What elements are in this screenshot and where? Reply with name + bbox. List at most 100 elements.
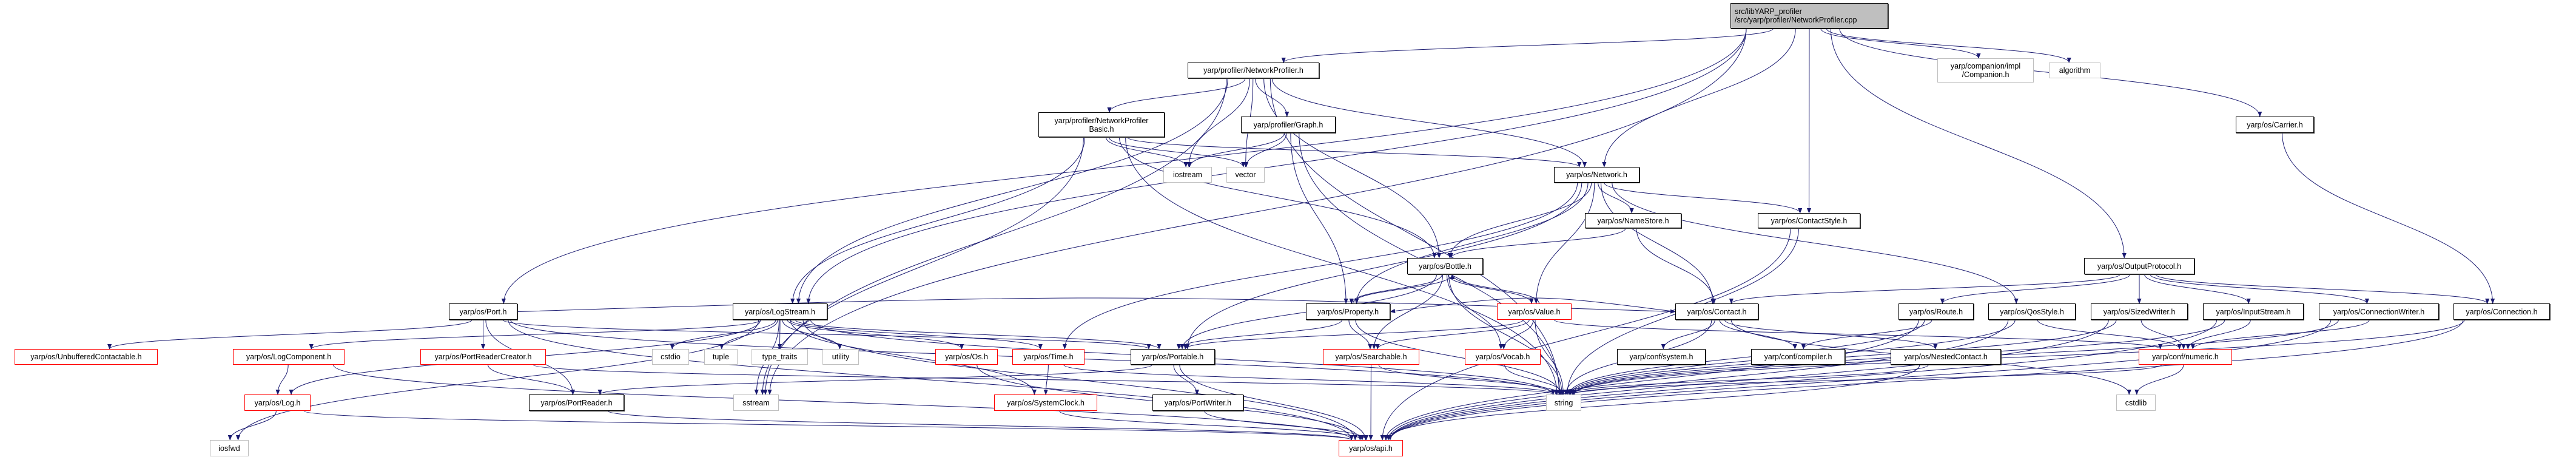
edge-contact-to-compiler bbox=[1719, 319, 1797, 350]
edge-npH-to-iostream bbox=[1186, 78, 1251, 168]
graph-node-algorithm: algorithm bbox=[2049, 63, 2100, 78]
graph-node-carrier[interactable]: yarp/os/Carrier.h bbox=[2236, 117, 2314, 133]
edge-connection-to-api bbox=[1388, 319, 2464, 441]
edge-outputProtocol-to-inputStream bbox=[2144, 274, 2251, 304]
graph-node-bottle[interactable]: yarp/os/Bottle.h bbox=[1407, 258, 1483, 274]
edge-numeric-to-cstdlib bbox=[2134, 364, 2184, 395]
graph-node-systemClock[interactable]: yarp/os/SystemClock.h bbox=[994, 394, 1097, 411]
edge-network-to-nameStore bbox=[1598, 182, 1634, 214]
graph-node-connection[interactable]: yarp/os/Connection.h bbox=[2453, 303, 2550, 320]
graph-node-portReader[interactable]: yarp/os/PortReader.h bbox=[529, 394, 624, 411]
edge-npBasic-to-network bbox=[1126, 137, 1582, 168]
edge-contact-to-property bbox=[1390, 297, 1676, 314]
edge-graphH-to-property bbox=[1290, 132, 1348, 304]
edge-network-to-qosStyle bbox=[1612, 182, 2019, 304]
graph-node-iosfwd: iosfwd bbox=[210, 440, 249, 456]
graph-node-tuple: tuple bbox=[704, 349, 738, 365]
graph-node-contact[interactable]: yarp/os/Contact.h bbox=[1675, 303, 1758, 320]
graph-node-numeric[interactable]: yarp/conf/numeric.h bbox=[2139, 349, 2232, 365]
graph-node-outputProtocol[interactable]: yarp/os/OutputProtocol.h bbox=[2084, 258, 2194, 274]
graph-node-portable[interactable]: yarp/os/Portable.h bbox=[1131, 349, 1215, 365]
edge-npBasic-to-vector bbox=[1108, 137, 1246, 168]
edge-logComponent-to-log bbox=[275, 364, 289, 395]
edge-sizedWriter-to-numeric bbox=[2141, 319, 2186, 350]
edge-outputProtocol-to-connectionWriter bbox=[2150, 274, 2369, 304]
graph-node-portReaderCreator[interactable]: yarp/os/PortReaderCreator.h bbox=[420, 349, 546, 365]
graph-node-os[interactable]: yarp/os/Os.h bbox=[935, 349, 998, 365]
edge-npH-to-network bbox=[1271, 78, 1587, 168]
edge-carrier-to-connection bbox=[2282, 132, 2495, 304]
edge-network-to-contactStyle bbox=[1604, 182, 1803, 214]
edge-value-to-string bbox=[1535, 319, 1565, 395]
edge-outputProtocol-to-contact bbox=[1729, 274, 2120, 304]
edge-bottle-to-property bbox=[1349, 274, 1442, 304]
edge-network-to-value bbox=[1534, 182, 1595, 304]
edge-time-to-string bbox=[1063, 364, 1559, 395]
graph-node-confSystem[interactable]: yarp/conf/system.h bbox=[1617, 349, 1706, 365]
edge-outputProtocol-to-connection bbox=[2155, 274, 2490, 304]
edge-root-to-outputProtocol bbox=[1830, 28, 2127, 259]
graph-node-logStream[interactable]: yarp/os/LogStream.h bbox=[733, 303, 827, 320]
edge-graphH-to-iostream bbox=[1187, 132, 1285, 168]
graph-node-portWriter[interactable]: yarp/os/PortWriter.h bbox=[1152, 394, 1243, 411]
edge-network-to-contact bbox=[1600, 182, 1715, 304]
edge-log-to-api bbox=[303, 410, 1354, 441]
graph-node-nestedContact[interactable]: yarp/os/NestedContact.h bbox=[1891, 349, 2001, 365]
graph-node-nameStore[interactable]: yarp/os/NameStore.h bbox=[1585, 213, 1681, 228]
graph-node-vocab[interactable]: yarp/os/Vocab.h bbox=[1465, 349, 1541, 365]
graph-node-log[interactable]: yarp/os/Log.h bbox=[244, 394, 311, 411]
edge-network-to-time bbox=[1062, 182, 1578, 350]
edge-qosStyle-to-numeric bbox=[2037, 319, 2182, 350]
edge-log-to-iosfwd bbox=[227, 410, 277, 441]
edge-logStream-to-tuple bbox=[719, 319, 778, 350]
graph-node-npH[interactable]: yarp/profiler/NetworkProfiler.h bbox=[1188, 63, 1319, 78]
edge-portable-to-portWriter bbox=[1173, 364, 1200, 395]
edge-logStream-to-logComponent bbox=[309, 319, 761, 350]
edge-route-to-string bbox=[1567, 319, 1925, 395]
graph-node-api[interactable]: yarp/os/api.h bbox=[1339, 440, 1403, 456]
graph-node-network[interactable]: yarp/os/Network.h bbox=[1554, 167, 1639, 183]
edge-bottle-to-searchable bbox=[1371, 274, 1444, 350]
edge-port-to-api bbox=[508, 319, 1354, 441]
edge-npH-to-npBasic bbox=[1107, 78, 1246, 113]
edge-connectionWriter-to-numeric bbox=[2190, 319, 2370, 350]
graph-node-time[interactable]: yarp/os/Time.h bbox=[1012, 349, 1085, 365]
graph-node-unbuffered[interactable]: yarp/os/UnbufferedContactable.h bbox=[15, 349, 158, 365]
edge-connection-to-string bbox=[1572, 319, 2465, 395]
graph-node-value[interactable]: yarp/os/Value.h bbox=[1497, 303, 1572, 320]
graph-node-inputStream[interactable]: yarp/os/InputStream.h bbox=[2203, 303, 2304, 320]
edge-port-to-unbuffered bbox=[107, 319, 472, 350]
edge-root-to-sstream bbox=[767, 28, 1747, 395]
edge-nameStore-to-contact bbox=[1636, 228, 1717, 304]
graph-node-vector: vector bbox=[1226, 167, 1265, 183]
graph-node-compiler[interactable]: yarp/conf/compiler.h bbox=[1751, 349, 1845, 365]
edge-nestedContact-to-api bbox=[1384, 364, 1920, 441]
edge-root-to-logStream bbox=[806, 28, 1747, 304]
edge-value-to-bottle bbox=[1450, 274, 1539, 304]
edge-contactStyle-to-api bbox=[1380, 228, 1791, 441]
graph-node-contactStyle[interactable]: yarp/os/ContactStyle.h bbox=[1758, 213, 1860, 228]
edge-network-to-property bbox=[1354, 182, 1589, 304]
graph-node-connectionWriter[interactable]: yarp/os/ConnectionWriter.h bbox=[2319, 303, 2439, 320]
graph-node-logComponent[interactable]: yarp/os/LogComponent.h bbox=[233, 349, 345, 365]
edge-route-to-compiler bbox=[1801, 319, 1932, 350]
edge-network-to-bottle bbox=[1447, 182, 1592, 259]
graph-node-port[interactable]: yarp/os/Port.h bbox=[449, 303, 517, 320]
edge-logStream-to-time bbox=[790, 319, 1043, 350]
graph-node-qosStyle[interactable]: yarp/os/QosStyle.h bbox=[1988, 303, 2076, 320]
graph-node-property[interactable]: yarp/os/Property.h bbox=[1306, 303, 1390, 320]
graph-node-route[interactable]: yarp/os/Route.h bbox=[1898, 303, 1974, 320]
edge-port-to-portable bbox=[502, 319, 1151, 350]
edge-npBasic-to-logStream bbox=[790, 137, 1085, 304]
graph-node-sizedWriter[interactable]: yarp/os/SizedWriter.h bbox=[2091, 303, 2188, 320]
edge-portWriter-to-api bbox=[1204, 410, 1368, 441]
graph-node-npBasic[interactable]: yarp/profiler/NetworkProfiler Basic.h bbox=[1038, 112, 1165, 137]
edge-portReaderCreator-to-string bbox=[533, 364, 1555, 395]
edge-value-to-vocab bbox=[1501, 319, 1534, 350]
edge-vocab-to-string bbox=[1504, 364, 1565, 395]
edge-npH-to-bottle bbox=[1263, 78, 1442, 259]
edge-inputStream-to-numeric bbox=[2185, 319, 2251, 350]
graph-node-searchable[interactable]: yarp/os/Searchable.h bbox=[1323, 349, 1419, 365]
graph-node-typeTraits: type_traits bbox=[752, 349, 808, 365]
graph-node-graphH[interactable]: yarp/profiler/Graph.h bbox=[1241, 117, 1336, 133]
